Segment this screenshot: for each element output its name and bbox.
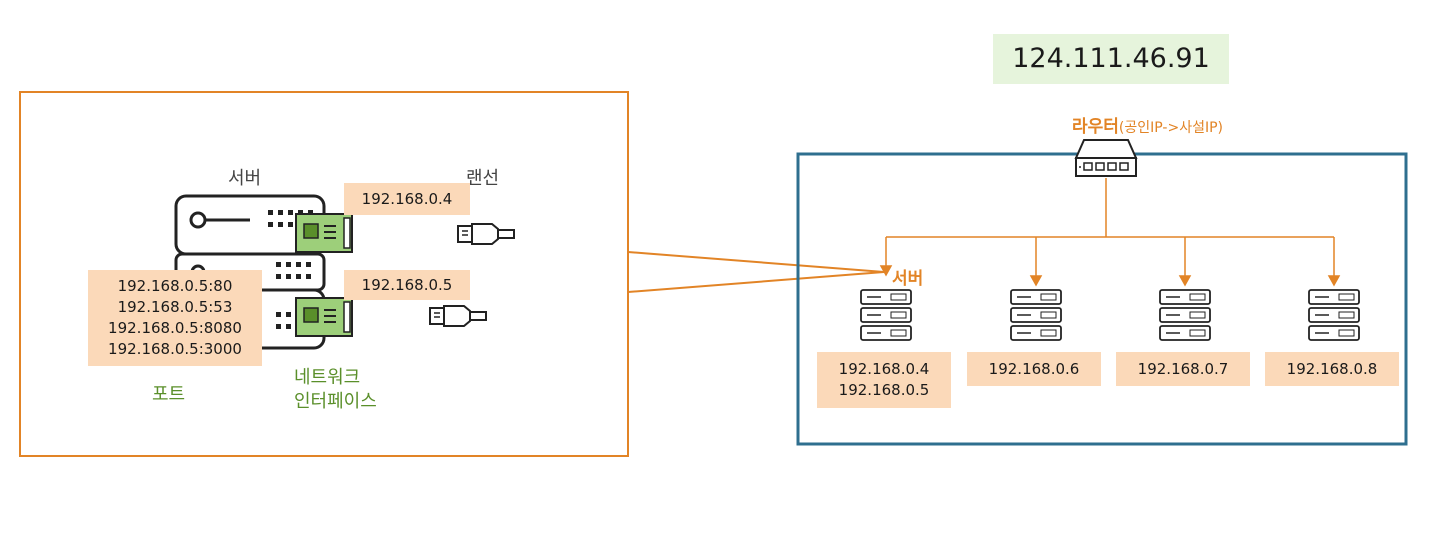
nic-label-line2: 인터페이스: [294, 391, 377, 412]
detail-frame: [19, 91, 629, 457]
server-ip: 192.168.0.7: [1137, 359, 1229, 378]
public-ip-label: 124.111.46.91: [1012, 43, 1210, 74]
server-ip: 192.168.0.5: [838, 381, 930, 399]
zoom-line-top: [627, 251, 885, 273]
network-card-icon: [295, 213, 353, 253]
nic-ip-box-1: 192.168.0.4: [344, 183, 470, 215]
server-icon: [1308, 289, 1360, 341]
port-item: 192.168.0.5:3000: [108, 340, 242, 358]
router-label-sub: (공인IP->사설IP): [1118, 120, 1223, 136]
server-ip-box-1: 192.168.0.4 192.168.0.5: [817, 352, 951, 408]
lan-cable-icon: [457, 223, 515, 245]
server-ip: 192.168.0.6: [988, 359, 1080, 378]
public-ip-box: [993, 34, 1229, 84]
lan-cable-icon: [429, 305, 487, 327]
detail-server-label: 서버: [228, 168, 262, 189]
nic-label-line1: 네트워크: [294, 367, 361, 388]
server-icon: [1010, 289, 1062, 341]
port-label: 포트: [152, 384, 186, 405]
server-ip: 192.168.0.8: [1286, 359, 1378, 378]
port-item: 192.168.0.5:8080: [108, 319, 242, 337]
server-icon: [860, 289, 912, 341]
detail-cable-label: 랜선: [466, 168, 500, 189]
server-ip: 192.168.0.4: [838, 360, 930, 378]
router-label: 라우터(공인IP->사설IP): [1072, 112, 1223, 137]
network-card-icon: [295, 297, 353, 337]
port-list-box: 192.168.0.5:80 192.168.0.5:53 192.168.0.…: [88, 270, 262, 366]
server-ip-box-3: 192.168.0.7: [1116, 352, 1250, 386]
router-label-main: 라우터: [1072, 117, 1119, 137]
router-links: [879, 178, 1341, 287]
zoom-line-bottom: [627, 271, 885, 293]
router-icon: [1074, 139, 1138, 177]
server-ip-box-4: 192.168.0.8: [1265, 352, 1399, 386]
nic-label: 네트워크 인터페이스: [294, 366, 377, 414]
port-item: 192.168.0.5:80: [117, 277, 233, 295]
nic-ip-box-2: 192.168.0.5: [344, 270, 470, 300]
port-item: 192.168.0.5:53: [117, 298, 233, 316]
server-ip-box-2: 192.168.0.6: [967, 352, 1101, 386]
server-icon: [1159, 289, 1211, 341]
network-server-label: 서버: [892, 269, 924, 289]
